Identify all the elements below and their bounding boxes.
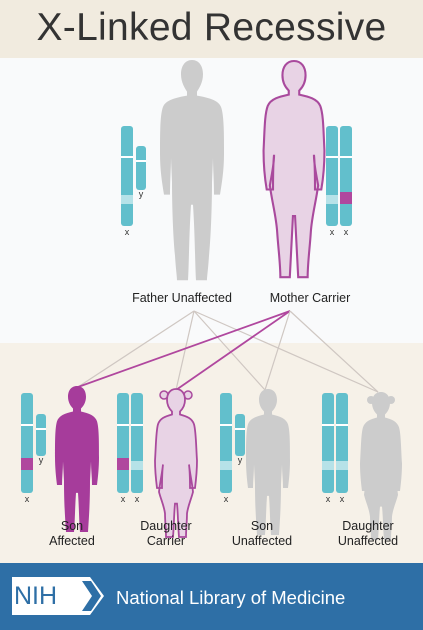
child-label-line1: Son xyxy=(212,519,312,534)
mother-figure xyxy=(264,61,325,277)
father-line-son-affected xyxy=(78,311,194,387)
daughter-carrier-x-chromosome-mutated xyxy=(131,393,143,493)
mother-line-son-affected xyxy=(78,311,290,387)
son-affected-figure xyxy=(55,386,99,532)
child-label-son-affected: Son Affected xyxy=(22,519,122,549)
child-label-line1: Daughter xyxy=(318,519,418,534)
son-affected-y-chromosome xyxy=(36,414,46,456)
child-label-daughter-unaffected: Daughter Unaffected xyxy=(318,519,418,549)
mother-line-son-unaffected xyxy=(265,311,290,390)
mother-line-daughter-unaffected xyxy=(290,311,378,392)
child-label-line1: Daughter xyxy=(116,519,216,534)
inheritance-lines xyxy=(78,311,378,392)
child-daughter-carrier: x x xyxy=(117,389,197,537)
child-label-line2: Unaffected xyxy=(212,534,312,549)
son-unaffected-x-chromosome xyxy=(220,393,232,493)
father-chromosomes: x y xyxy=(121,126,146,237)
son-unaffected-x-label: x xyxy=(224,494,229,504)
child-daughter-unaffected: x x xyxy=(322,392,402,540)
daughter-unaffected-x-label-2: x xyxy=(340,494,345,504)
son-affected-y-label: y xyxy=(39,455,44,465)
son-unaffected-y-chromosome xyxy=(235,414,245,456)
child-son-affected: x y xyxy=(21,386,99,532)
child-label-line1: Son xyxy=(22,519,122,534)
child-label-son-unaffected: Son Unaffected xyxy=(212,519,312,549)
child-label-daughter-carrier: Daughter Carrier xyxy=(116,519,216,549)
mother-line-daughter-carrier xyxy=(176,311,290,390)
daughter-unaffected-x-chromosome-1 xyxy=(322,393,334,493)
mother-label: Mother Carrier xyxy=(250,291,370,306)
mother-x-chromosome-normal xyxy=(326,126,338,226)
father-figure xyxy=(160,60,224,280)
daughter-carrier-x-chromosome-normal xyxy=(117,393,129,493)
mother-x-label-2: x xyxy=(344,227,349,237)
daughter-carrier-x-label-2: x xyxy=(135,494,140,504)
child-label-line2: Carrier xyxy=(116,534,216,549)
child-label-line2: Unaffected xyxy=(318,534,418,549)
mother-x-chromosome-mutated xyxy=(340,126,352,226)
son-affected-x-label: x xyxy=(25,494,30,504)
daughter-carrier-figure xyxy=(155,389,197,537)
daughter-unaffected-x-label-1: x xyxy=(326,494,331,504)
son-affected-x-chromosome xyxy=(21,393,33,493)
organization-name: National Library of Medicine xyxy=(116,587,345,609)
father-x-chromosome xyxy=(121,126,133,226)
mother-chromosomes: x x xyxy=(326,126,352,237)
mother-x-label-1: x xyxy=(330,227,335,237)
diagram-graphics: x y x x xyxy=(0,0,423,563)
nih-footer: NIH National Library of Medicine xyxy=(0,563,423,630)
father-x-label: x xyxy=(125,227,130,237)
daughter-unaffected-figure xyxy=(360,392,402,540)
daughter-carrier-x-label-1: x xyxy=(121,494,126,504)
father-y-label: y xyxy=(139,189,144,199)
child-label-line2: Affected xyxy=(22,534,122,549)
nih-logo-text: NIH xyxy=(14,582,57,611)
son-unaffected-y-label: y xyxy=(238,455,243,465)
daughter-unaffected-x-chromosome-2 xyxy=(336,393,348,493)
son-unaffected-figure xyxy=(246,389,290,535)
father-label: Father Unaffected xyxy=(112,291,252,306)
child-son-unaffected: x y xyxy=(220,389,290,535)
father-y-chromosome xyxy=(136,146,146,190)
